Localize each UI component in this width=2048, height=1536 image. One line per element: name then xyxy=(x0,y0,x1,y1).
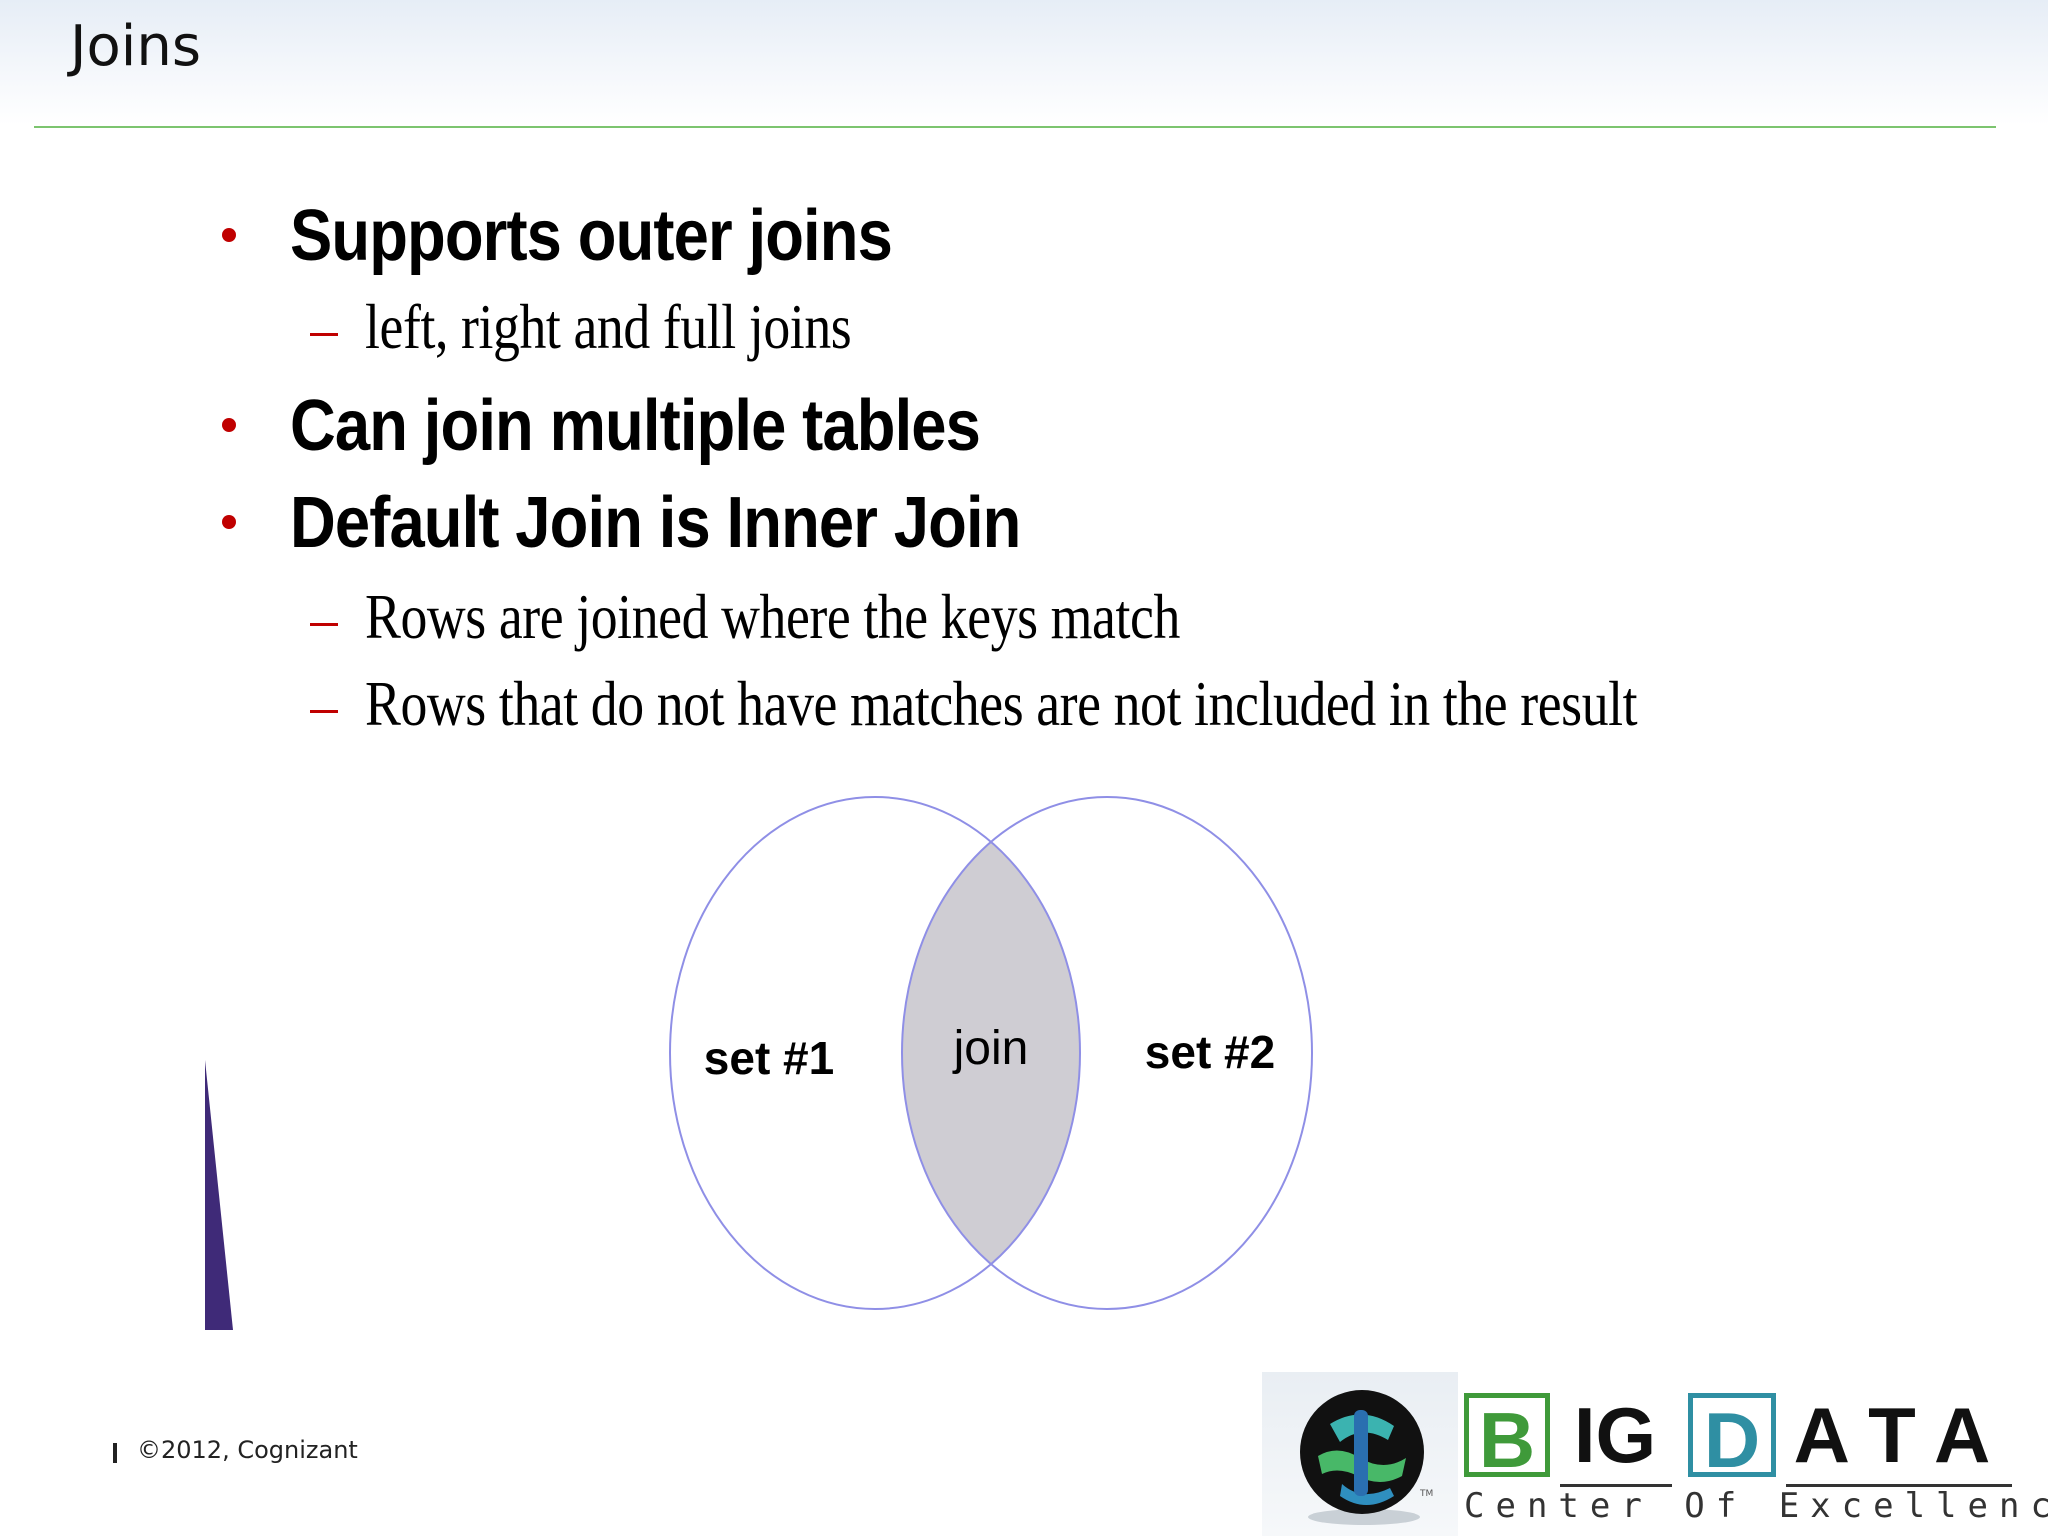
title-divider xyxy=(34,126,1996,128)
sub-bullet-text: Rows that do not have matches are not in… xyxy=(365,668,1638,739)
brand-tagline: Center Of Excellence xyxy=(1464,1486,2048,1526)
sub-bullet-dash-icon xyxy=(310,710,338,713)
brand-letters-ig: IG xyxy=(1573,1391,1657,1479)
cognizant-c-globe-icon: TM xyxy=(1300,1390,1433,1525)
brand-underline xyxy=(1560,1484,1672,1487)
bullet-dot-icon xyxy=(222,515,236,529)
brand-underline xyxy=(1786,1484,2012,1487)
intersection-label: join xyxy=(952,1022,1029,1075)
sub-bullet-dash-icon xyxy=(310,333,338,336)
sub-bullet-dash-icon xyxy=(310,623,338,626)
bullet-dot-icon xyxy=(222,418,236,432)
left-set-circle xyxy=(669,796,1081,1310)
brand-letter-b: B xyxy=(1464,1393,1550,1482)
slide-title: Joins xyxy=(70,14,202,79)
footer-separator xyxy=(113,1443,117,1463)
bullet-text: Default Join is Inner Join xyxy=(290,483,1021,563)
brand-letters-ata: ATA xyxy=(1793,1391,2015,1479)
bullet-text: Can join multiple tables xyxy=(290,386,981,466)
bullet-dot-icon xyxy=(222,228,236,242)
header-band xyxy=(0,0,2048,125)
bullet-text: Supports outer joins xyxy=(290,196,893,276)
right-set-circle xyxy=(901,796,1313,1310)
footer-copyright: ©2012, Cognizant xyxy=(137,1436,358,1464)
svg-text:TM: TM xyxy=(1419,1489,1433,1499)
sub-bullet-text: left, right and full joins xyxy=(365,291,852,362)
right-set-label: set #2 xyxy=(1145,1026,1275,1078)
left-set-label: set #1 xyxy=(704,1032,834,1084)
intersection-region xyxy=(902,797,1080,1309)
sub-bullet-text: Rows are joined where the keys match xyxy=(365,581,1180,652)
brand-letter-d: D xyxy=(1688,1393,1776,1482)
